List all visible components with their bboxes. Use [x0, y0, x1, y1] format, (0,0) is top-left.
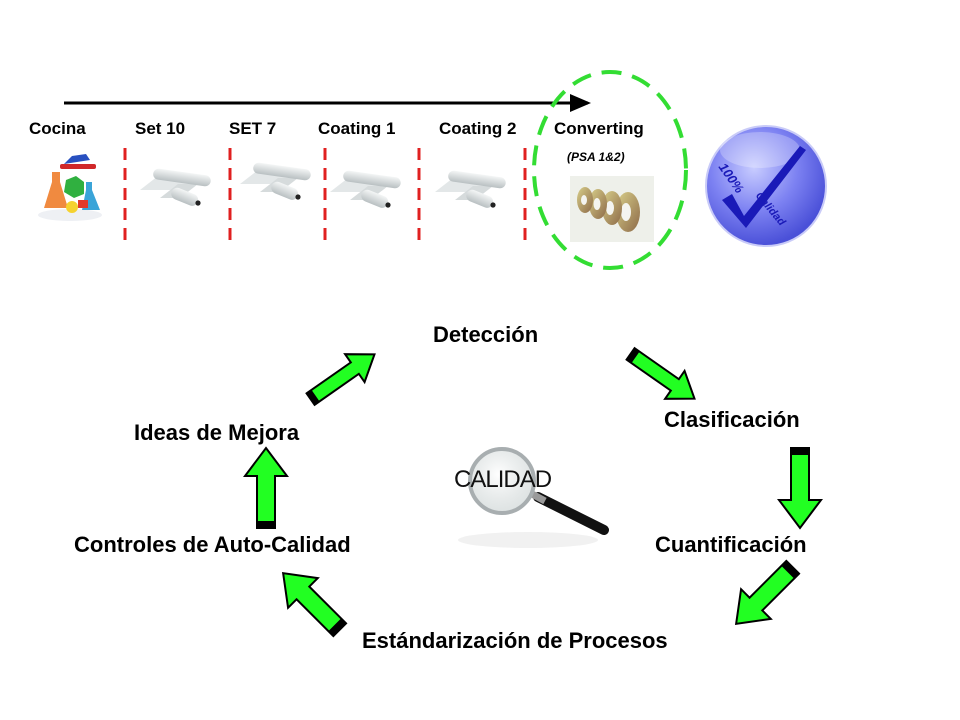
- stage-label-set10: Set 10: [135, 119, 186, 138]
- stage-label-coating1: Coating 1: [318, 119, 396, 138]
- stage-label-set7: SET 7: [229, 119, 277, 138]
- arrow-ideas-to-deteccion: [305, 353, 376, 407]
- stage-dividers: [123, 148, 527, 245]
- stage-label-converting: Converting: [554, 119, 644, 138]
- converting-highlight-circle: [532, 70, 688, 270]
- cycle-arrows: [243, 346, 823, 638]
- cycle-step-ideas: Ideas de Mejora: [134, 420, 300, 445]
- paper-roll-icon-set10: [140, 168, 212, 208]
- arrow-deteccion-to-clasificacion: [625, 346, 696, 400]
- paper-roll-icon-coating1: [330, 170, 402, 210]
- cycle-step-estandarizacion: Estándarización de Procesos: [362, 628, 668, 653]
- stage-label-coating2: Coating 2: [439, 119, 517, 138]
- stage-label-cocina: Cocina: [29, 119, 86, 138]
- arrow-estandarizacion-to-controles: [281, 571, 348, 638]
- calidad-magnifier-text: CALIDAD: [454, 466, 552, 493]
- checkmark-badge-icon: [705, 125, 827, 247]
- magnifying-glass-icon: [458, 447, 609, 548]
- stage-sublabel-converting: (PSA 1&2): [567, 150, 625, 164]
- paper-roll-icon-coating2: [435, 170, 507, 210]
- cycle-step-controles: Controles de Auto-Calidad: [74, 532, 351, 557]
- arrow-cuantificacion-to-estandarizacion: [734, 559, 801, 626]
- arrow-clasificacion-to-cuantificacion: [777, 447, 823, 530]
- cycle-step-cuantificacion: Cuantificación: [655, 532, 807, 557]
- tape-rolls-icon: [570, 176, 654, 242]
- cycle-step-clasificacion: Clasificación: [664, 407, 800, 432]
- paper-roll-icon-set7: [240, 162, 312, 202]
- arrow-controles-to-ideas: [243, 446, 289, 529]
- lab-flasks-icon: [38, 154, 102, 221]
- cycle-step-deteccion: Detección: [433, 322, 539, 347]
